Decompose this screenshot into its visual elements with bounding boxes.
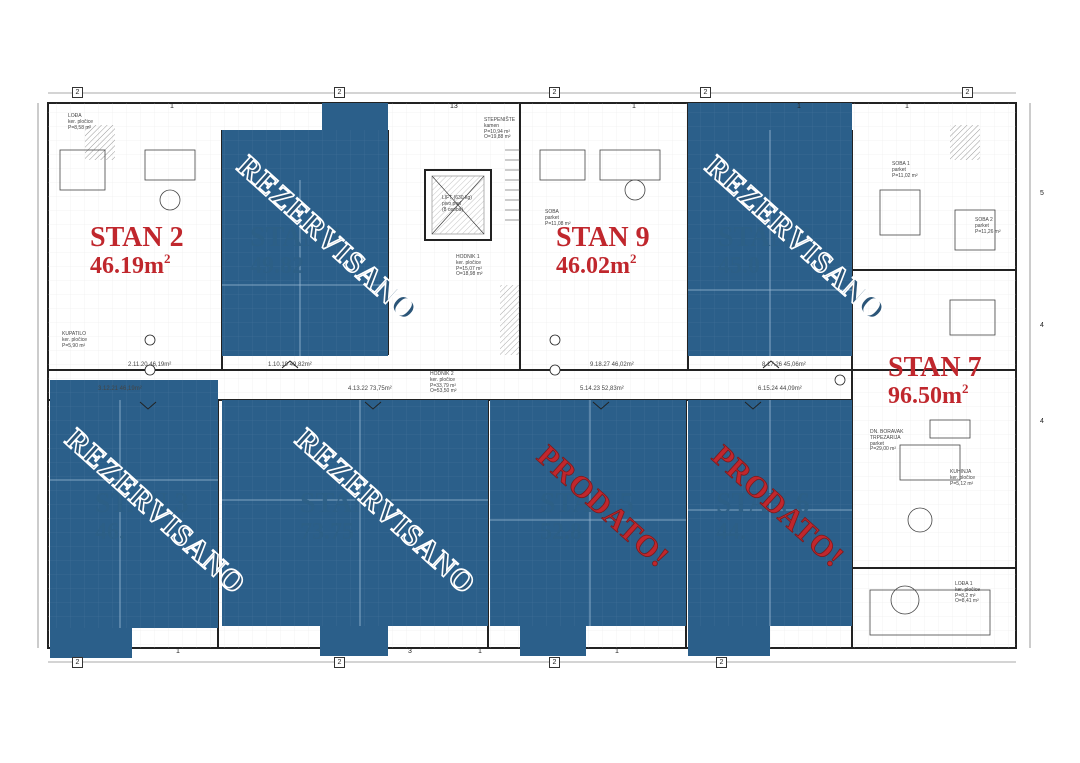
apartment-area: 44. [716,519,746,545]
apartment-name: STAN 3 [95,488,189,519]
apartment-name: STAN 8 [718,222,812,253]
room-label-stepeniste: STEPENIŠTE kamen P=10,94 m² O=19,88 m² [484,117,516,141]
unit-tag: 9.18.27 46,02m² [590,362,634,368]
axis-bottom-6: 2 [549,657,560,668]
apartment-area: 52.8 [540,519,582,545]
room-label-hodnik1: HODNIK 1 ker. pločice P=15,07 m² O=18,98… [456,254,483,278]
unit-tag: 1.10.19 49,82m² [268,362,312,368]
axis-top-3: 2 [334,87,345,98]
axis-top-5: 2 [549,87,560,98]
apartment-area: 46.02m2 [556,251,637,279]
axis-top-7: 2 [700,87,711,98]
stan4-lodja [320,626,388,656]
axis-right-2: 4 [1040,322,1044,329]
axis-right-1: 5 [1040,190,1044,197]
apartment-name: STAN 6 [716,488,810,519]
axis-bottom-4: 3 [408,648,412,655]
apartment-area: 73.75 [300,519,354,545]
room-label-lift: LIFT (630 kg) pivo pod (8 osoba) [442,195,472,213]
apartment-label-stan4[interactable]: STAN 4 73.75 [300,488,394,545]
room-label-soba2: SOBA 2 parket P=11,26 m² [975,217,1001,235]
unit-tag: 3.12.21 46,19m² [98,386,142,392]
axis-top-10: 1 [905,103,909,110]
room-label-kuhinja: KUHINJA ker. pločice P=5,12 m² [950,469,976,487]
apartment-name: STAN 9 [556,222,650,253]
axis-top-6: 1 [632,103,636,110]
stan3-lodja [50,628,132,658]
axis-top-9: 2 [962,87,973,98]
apartment-name: STAN 5 [540,488,634,519]
axis-bottom-1: 2 [72,657,83,668]
room-label-lodja-tl: LOĐA ker. pločice P=8,58 m² [68,113,94,131]
axis-bottom-5: 1 [478,648,482,655]
unit-tag: 4.13.22 73,75m² [348,386,392,392]
apartment-label-stan7[interactable]: STAN 7 96.50m2 [888,352,982,409]
room-label-dn-boravak: DN. BORAVAK TRPEZARIJA parket P=29,00 m² [870,429,904,453]
stan1-lodja [322,103,388,133]
unit-tag: 8.17.26 45,06m² [762,362,806,368]
axis-bottom-3: 2 [334,657,345,668]
room-label-soba1: SOBA 1 parket P=11,02 m² [892,161,918,179]
axis-top-2: 1 [170,103,174,110]
apartment-label-stan8[interactable]: STAN 8 45.0 [718,222,812,279]
apartment-label-stan6[interactable]: STAN 6 44. [716,488,810,545]
unit-tag: 5.14.23 52,83m² [580,386,624,392]
apartment-name: STAN 7 [888,352,982,383]
apartment-name: STAN 2 [90,222,184,253]
axis-top-1: 2 [72,87,83,98]
apartment-label-stan9[interactable]: STAN 9 46.02m2 [556,222,650,279]
axis-right-3: 4 [1040,418,1044,425]
apartment-label-stan2[interactable]: STAN 2 46.19m2 [90,222,184,279]
apartment-name: STAN 1 [250,222,344,253]
stan6-lodja [688,626,770,656]
axis-top-8: 1 [797,103,801,110]
apartment-label-stan3[interactable]: STAN 3 46. [95,488,189,545]
apartment-area: 49.82 [250,253,304,279]
apartment-area: 45.0 [718,253,760,279]
unit-tag: 2.11.20 46,19m² [128,362,172,368]
room-label-kupatilo: KUPATILO ker. pločice P=5,90 m² [62,331,88,349]
axis-bottom-8: 2 [716,657,727,668]
room-label-hodnik2: HODNIK 2 ker. pločice P=33,79 m² O=53,50… [430,371,457,395]
apartment-name: STAN 4 [300,488,394,519]
axis-top-4: 13 [450,103,458,110]
unit-tag: 6.15.24 44,09m² [758,386,802,392]
room-label-soba: SOBA parket P=11,08 m² [545,209,571,227]
apartment-area: 96.50m2 [888,381,969,409]
apartment-label-stan1[interactable]: STAN 1 49.82 [250,222,344,279]
axis-bottom-2: 1 [176,648,180,655]
apartment-area: 46.19m2 [90,251,171,279]
room-label-lodja-br: LOĐA 1 ker. pločice P=8,2 m² O=8,41 m² [955,581,981,605]
apartment-label-stan5[interactable]: STAN 5 52.8 [540,488,634,545]
stan5-lodja [520,626,586,656]
axis-bottom-7: 1 [615,648,619,655]
apartment-area: 46. [95,519,125,545]
